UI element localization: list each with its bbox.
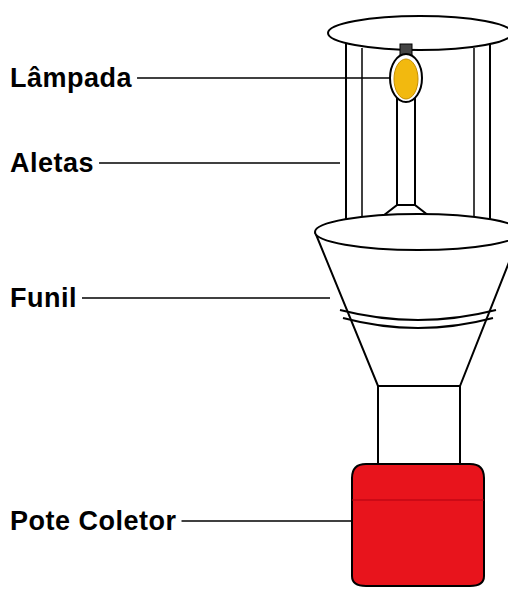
leader-line bbox=[137, 77, 390, 79]
lamp-bulb bbox=[394, 59, 418, 99]
part-label: Funil bbox=[10, 285, 77, 312]
part-label: Lâmpada bbox=[10, 65, 132, 92]
leader-line bbox=[99, 162, 340, 164]
part-label: Pote Coletor bbox=[10, 508, 177, 535]
leader-line bbox=[82, 297, 330, 299]
part-label: Aletas bbox=[10, 150, 94, 177]
leader-line bbox=[182, 520, 352, 522]
fins bbox=[346, 40, 490, 240]
top-disc bbox=[328, 16, 508, 50]
funnel bbox=[315, 232, 508, 386]
tube bbox=[378, 386, 460, 476]
collector-pot bbox=[352, 464, 484, 586]
lamp bbox=[390, 54, 422, 102]
